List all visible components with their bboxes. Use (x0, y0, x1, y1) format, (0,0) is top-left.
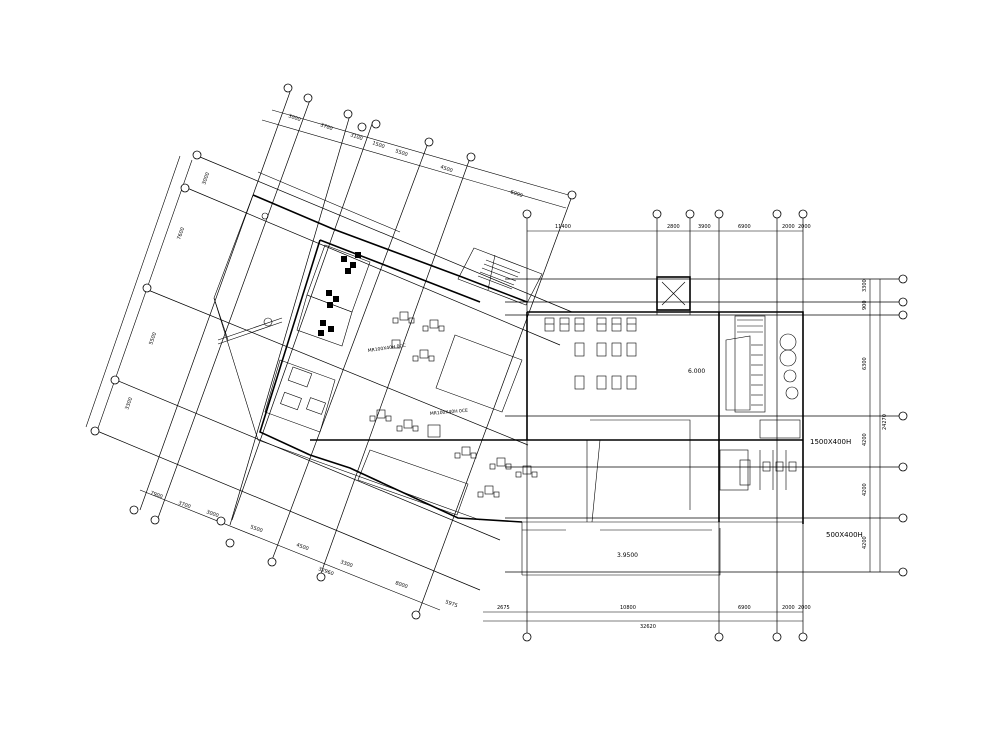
dim-2000a: 2000 (782, 224, 795, 230)
level-label-6000: 6.000 (688, 368, 705, 375)
duct-note-left-1: MR100X40H 0CC (367, 343, 406, 354)
dim-bl-5975: 5975 (444, 599, 458, 609)
duct-note-left-2: MR100X40H 0CE (430, 408, 469, 417)
dim-bl-5500: 5500 (249, 524, 263, 534)
stair-left (457, 247, 543, 306)
dim-2000c: 2000 (782, 605, 795, 611)
dim-text-bottom-left: 7900 3700 3000 5500 4500 3300 8000 5975 … (149, 490, 458, 609)
dim-11400: 11400 (555, 224, 571, 230)
dim-2000b: 2000 (798, 224, 811, 230)
dim-l-5500: 5500 (148, 332, 158, 346)
dim-text-left: 3000 7600 5500 3300 (124, 172, 211, 411)
fan-note-2: 500X400H (826, 531, 863, 539)
dim-tl-5500: 5500 (394, 148, 408, 158)
dim-4200c: 4200 (862, 536, 868, 549)
dim-text-bottom-right: 2675 10800 6900 2000 2000 32620 (497, 605, 811, 630)
dim-bl-8000: 8000 (394, 580, 408, 590)
dim-bl-4500: 4500 (295, 542, 309, 552)
dim-bl-3000: 3000 (205, 509, 219, 519)
toilet-block (719, 419, 801, 491)
dim-6900-b: 6900 (738, 605, 751, 611)
dim-bl-3700: 3700 (177, 500, 191, 510)
dim-l-3300: 3300 (124, 397, 134, 411)
dim-6300: 6300 (862, 357, 868, 370)
dim-32620: 32620 (640, 624, 656, 630)
dim-4200b: 4200 (862, 483, 868, 496)
dim-tl-3000: 3000 (287, 113, 301, 123)
dim-tl-6000: 6000 (509, 189, 523, 199)
dim-tl-1500: 1500 (371, 140, 385, 150)
window-grid (544, 317, 637, 390)
stair-right (725, 315, 766, 413)
dim-2800: 2800 (667, 224, 680, 230)
dimension-lines (85, 109, 881, 622)
dim-bl-32960: 32960 (317, 566, 334, 577)
dim-3900: 3900 (698, 224, 711, 230)
dim-bl-3300: 3300 (339, 559, 353, 569)
left-building-block (96, 91, 573, 615)
fan-note-1: 1500X400H (810, 438, 851, 446)
table-sets (369, 311, 538, 498)
chair-clusters-dark (318, 252, 361, 336)
dim-900: 900 (862, 300, 868, 310)
dim-bl-7900: 7900 (149, 490, 163, 500)
dim-tl-3100: 3100 (349, 132, 363, 142)
dim-text-top-left: 3000 3700 3100 1500 5500 4500 6000 (287, 113, 523, 199)
office-rooms (264, 244, 371, 433)
dim-l-3000: 3000 (201, 172, 211, 186)
level-label-39500: 3.9500 (617, 552, 638, 559)
room-labels: 6.000 3.9500 1500X400H 500X400H MR100X40… (367, 343, 862, 559)
dim-text-right: 3300 900 6300 4200 4200 4200 24270 (862, 279, 888, 549)
dim-2675: 2675 (497, 605, 510, 611)
dim-text-top-right: 11400 2800 3900 6900 2000 2000 (555, 224, 811, 230)
dim-tl-3700: 3700 (319, 122, 333, 132)
grid-bubbles (90, 83, 908, 642)
dim-2000d: 2000 (798, 605, 811, 611)
right-building-block (310, 218, 900, 637)
dim-24270: 24270 (882, 414, 888, 430)
dim-10800: 10800 (620, 605, 636, 611)
dim-4200a: 4200 (862, 433, 868, 446)
void-opening (435, 334, 523, 413)
dim-3300: 3300 (862, 279, 868, 292)
dim-l-7600: 7600 (176, 227, 186, 241)
dim-tl-4500: 4500 (439, 164, 453, 174)
dim-6900: 6900 (738, 224, 751, 230)
